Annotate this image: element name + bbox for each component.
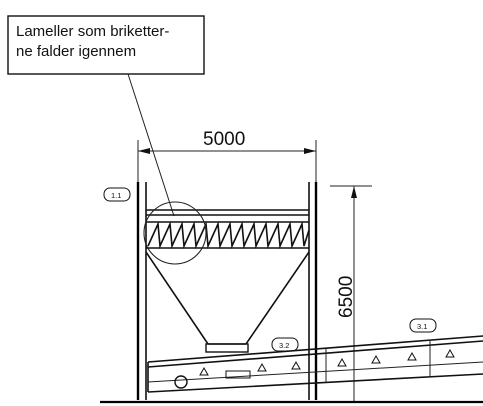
arrowhead-left <box>138 148 150 154</box>
support-marker <box>407 351 417 361</box>
tag-conveyor-lower: 3.2 <box>271 337 299 352</box>
conveyor-drive-wheel <box>174 375 188 389</box>
width-dimension: 5000 <box>137 129 317 184</box>
dimension-label-width: 5000 <box>203 129 245 150</box>
callout-box: Lameller som briketter- ne falder igenne… <box>7 15 205 75</box>
support-marker <box>337 357 347 367</box>
tag-silo: 1.1 <box>103 187 131 202</box>
arrowhead-right <box>304 148 316 154</box>
hopper-right-wall <box>245 251 310 345</box>
support-marker <box>199 366 209 376</box>
lamellas-zigzag <box>147 220 310 250</box>
conveyor-top-rail <box>147 335 483 363</box>
support-marker <box>257 362 267 372</box>
conveyor-top-rail-inner <box>147 340 483 368</box>
callout-line-1: Lameller som briketter- <box>16 23 169 40</box>
tag-silo-label: 1.1 <box>111 191 121 200</box>
hopper-outlet <box>205 343 249 353</box>
tag-conveyor-upper: 3.1 <box>409 318 437 333</box>
detail-circle <box>143 201 207 265</box>
conveyor-motor <box>225 370 251 379</box>
conveyor-mid-rail <box>147 361 483 383</box>
support-marker <box>371 354 381 364</box>
tag-conveyor-lower-label: 3.2 <box>279 341 289 350</box>
conveyor-bottom-rail <box>147 373 483 393</box>
dimension-label-height: 6500 <box>336 276 357 318</box>
hopper-left-wall <box>145 251 209 345</box>
leader-line <box>127 73 175 217</box>
tag-conveyor-upper-label: 3.1 <box>417 322 427 331</box>
height-dimension: 6500 <box>330 185 372 402</box>
support-marker <box>445 348 455 358</box>
silo <box>136 182 318 400</box>
conveyor <box>147 335 483 393</box>
callout-line-2: ne falder igennem <box>16 43 136 60</box>
arrowhead-top <box>351 186 357 198</box>
support-marker <box>291 360 301 370</box>
